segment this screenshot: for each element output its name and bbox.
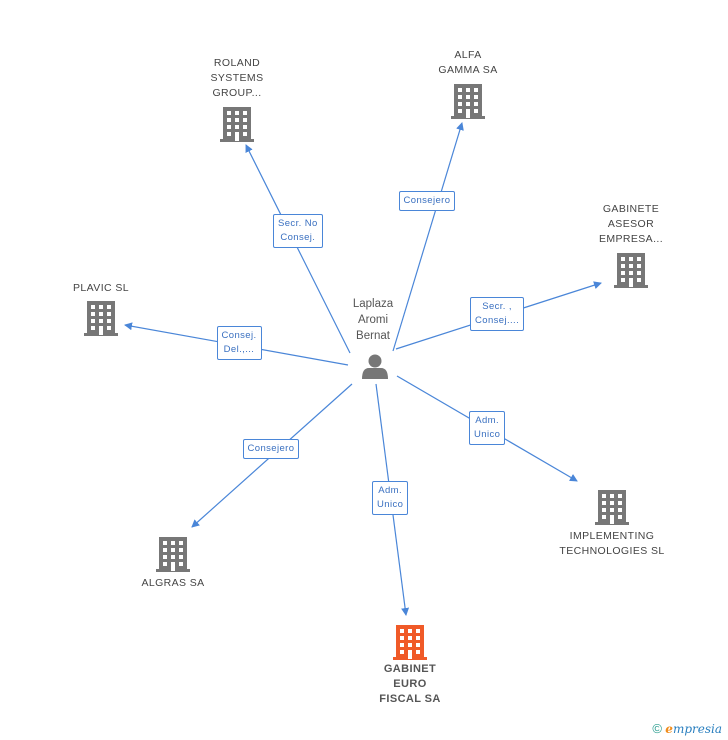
company-label-line: GABINETE: [602, 203, 660, 215]
building-icon[interactable]: [84, 301, 118, 336]
company-label-gabinet-euro[interactable]: GABINET EURO FISCAL SA: [340, 662, 480, 707]
person-name-line: Bernat: [356, 330, 390, 342]
company-label-line: ASESOR: [607, 218, 655, 230]
edge-label-line: Consejero: [403, 195, 451, 206]
edge-label-gabinete-asesor[interactable]: Secr. , Consej....: [470, 297, 525, 331]
person-icon[interactable]: [362, 354, 388, 380]
company-label-line: GROUP...: [212, 87, 262, 99]
brand-initial: e: [665, 722, 673, 736]
edge-label-line: Unico: [474, 429, 501, 440]
edge-label-algras[interactable]: Consejero: [242, 439, 300, 459]
building-icon[interactable]: [393, 625, 427, 660]
edge-label-line: Secr. No: [278, 218, 318, 229]
edge-label-line: Del.,...: [223, 344, 255, 355]
company-label-line: SYSTEMS: [210, 72, 264, 84]
edge-label-implementing[interactable]: Adm. Unico: [469, 411, 506, 445]
company-label-alfa[interactable]: ALFA GAMMA SA: [398, 48, 538, 78]
company-label-line: PLAVIC SL: [73, 282, 129, 294]
empresia-brand[interactable]: © empresia: [652, 721, 722, 736]
company-label-line: GABINET: [383, 663, 437, 675]
company-label-line: EMPRESA...: [598, 233, 664, 245]
brand-name: mpresia: [672, 722, 722, 736]
edge-label-line: Consej....: [475, 315, 520, 326]
company-label-line: GAMMA SA: [438, 64, 498, 76]
company-label-line: ALFA: [454, 49, 482, 61]
edge-label-gabinet-euro[interactable]: Adm. Unico: [372, 481, 409, 515]
edge-label-line: Adm.: [378, 485, 403, 496]
building-icon[interactable]: [595, 490, 629, 525]
company-label-algras[interactable]: ALGRAS SA: [103, 576, 243, 591]
building-icon[interactable]: [220, 107, 254, 142]
person-name-line: Aromi: [357, 314, 389, 326]
edge-roland: [245, 144, 351, 354]
edge-label-line: Secr. ,: [482, 301, 512, 312]
person-name-line: Laplaza: [352, 298, 394, 310]
company-label-line: IMPLEMENTING: [569, 530, 655, 542]
edge-alfa: [392, 122, 464, 352]
edge-label-alfa[interactable]: Consejero: [398, 191, 456, 211]
building-icon[interactable]: [156, 537, 190, 572]
company-label-roland[interactable]: ROLAND SYSTEMS GROUP...: [167, 56, 307, 101]
edge-label-line: Unico: [377, 499, 404, 510]
company-label-line: EURO: [393, 678, 427, 690]
company-label-line: ALGRAS SA: [141, 577, 205, 589]
edge-label-line: Consejero: [247, 443, 295, 454]
edge-label-roland[interactable]: Secr. No Consej.: [273, 214, 323, 248]
company-label-line: FISCAL SA: [379, 693, 441, 705]
edge-label-plavic[interactable]: Consej. Del.,...: [216, 326, 262, 360]
company-label-gabinete-asesor[interactable]: GABINETE ASESOR EMPRESA...: [561, 202, 701, 247]
building-icon[interactable]: [451, 84, 485, 119]
edge-label-line: Consej.: [221, 330, 257, 341]
company-label-line: ROLAND: [213, 57, 261, 69]
company-label-line: TECHNOLOGIES SL: [559, 545, 665, 557]
company-label-implementing[interactable]: IMPLEMENTING TECHNOLOGIES SL: [542, 529, 682, 559]
company-label-plavic[interactable]: PLAVIC SL: [31, 281, 171, 296]
building-icon[interactable]: [614, 253, 648, 288]
edge-label-line: Adm.: [475, 415, 500, 426]
edge-label-line: Consej.: [280, 232, 316, 243]
copyright-icon: ©: [652, 721, 662, 736]
